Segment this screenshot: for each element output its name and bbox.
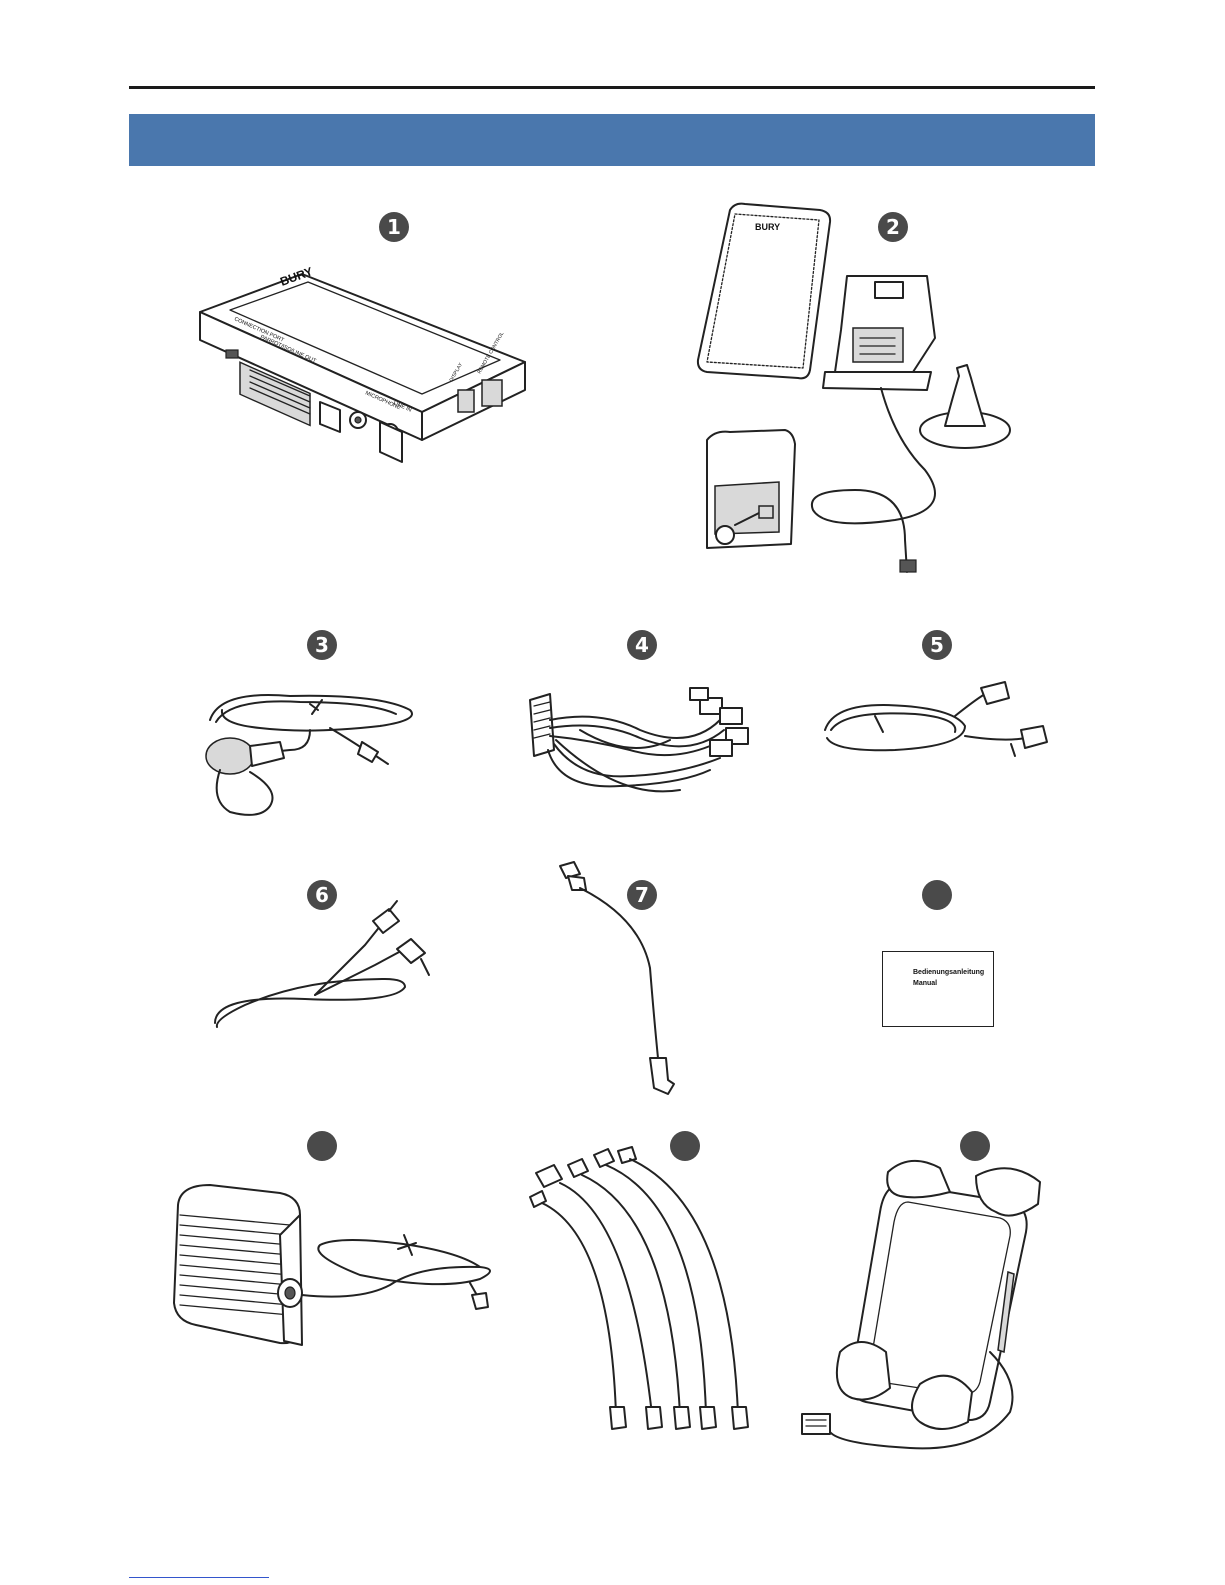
footer-link-underline: [129, 1577, 269, 1578]
manual-title-en: Manual: [913, 980, 937, 987]
badge-5: 5: [922, 630, 952, 660]
section-header-band: [129, 114, 1095, 166]
manual-title-de: Bedienungsanleitung: [913, 969, 984, 976]
badge-4: 4: [627, 630, 657, 660]
antenna-cradle-illustration: BURY: [695, 200, 1040, 585]
phone-holder-illustration: [800, 1152, 1060, 1462]
audio-cable-illustration: [205, 895, 445, 1045]
connection-cable-illustration: [815, 680, 1060, 780]
microphone-illustration: [200, 680, 420, 825]
cable-harness-illustration: [520, 680, 760, 810]
adapter-cable-illustration: [550, 858, 690, 1108]
badge-1: 1: [379, 212, 409, 242]
badge-8: [922, 880, 952, 910]
pad-brand: BURY: [755, 222, 780, 232]
badge-9: [307, 1131, 337, 1161]
manual-booklet: Bedienungsanleitung Manual: [882, 951, 994, 1027]
badge-3: 3: [307, 630, 337, 660]
speaker-illustration: [160, 1175, 510, 1355]
adapter-cables-set-illustration: [520, 1145, 770, 1445]
top-rule: [129, 86, 1095, 89]
electronics-box-illustration: BURY CONNECTION PORT PARROT/ISO/LINE OUT…: [190, 262, 535, 467]
